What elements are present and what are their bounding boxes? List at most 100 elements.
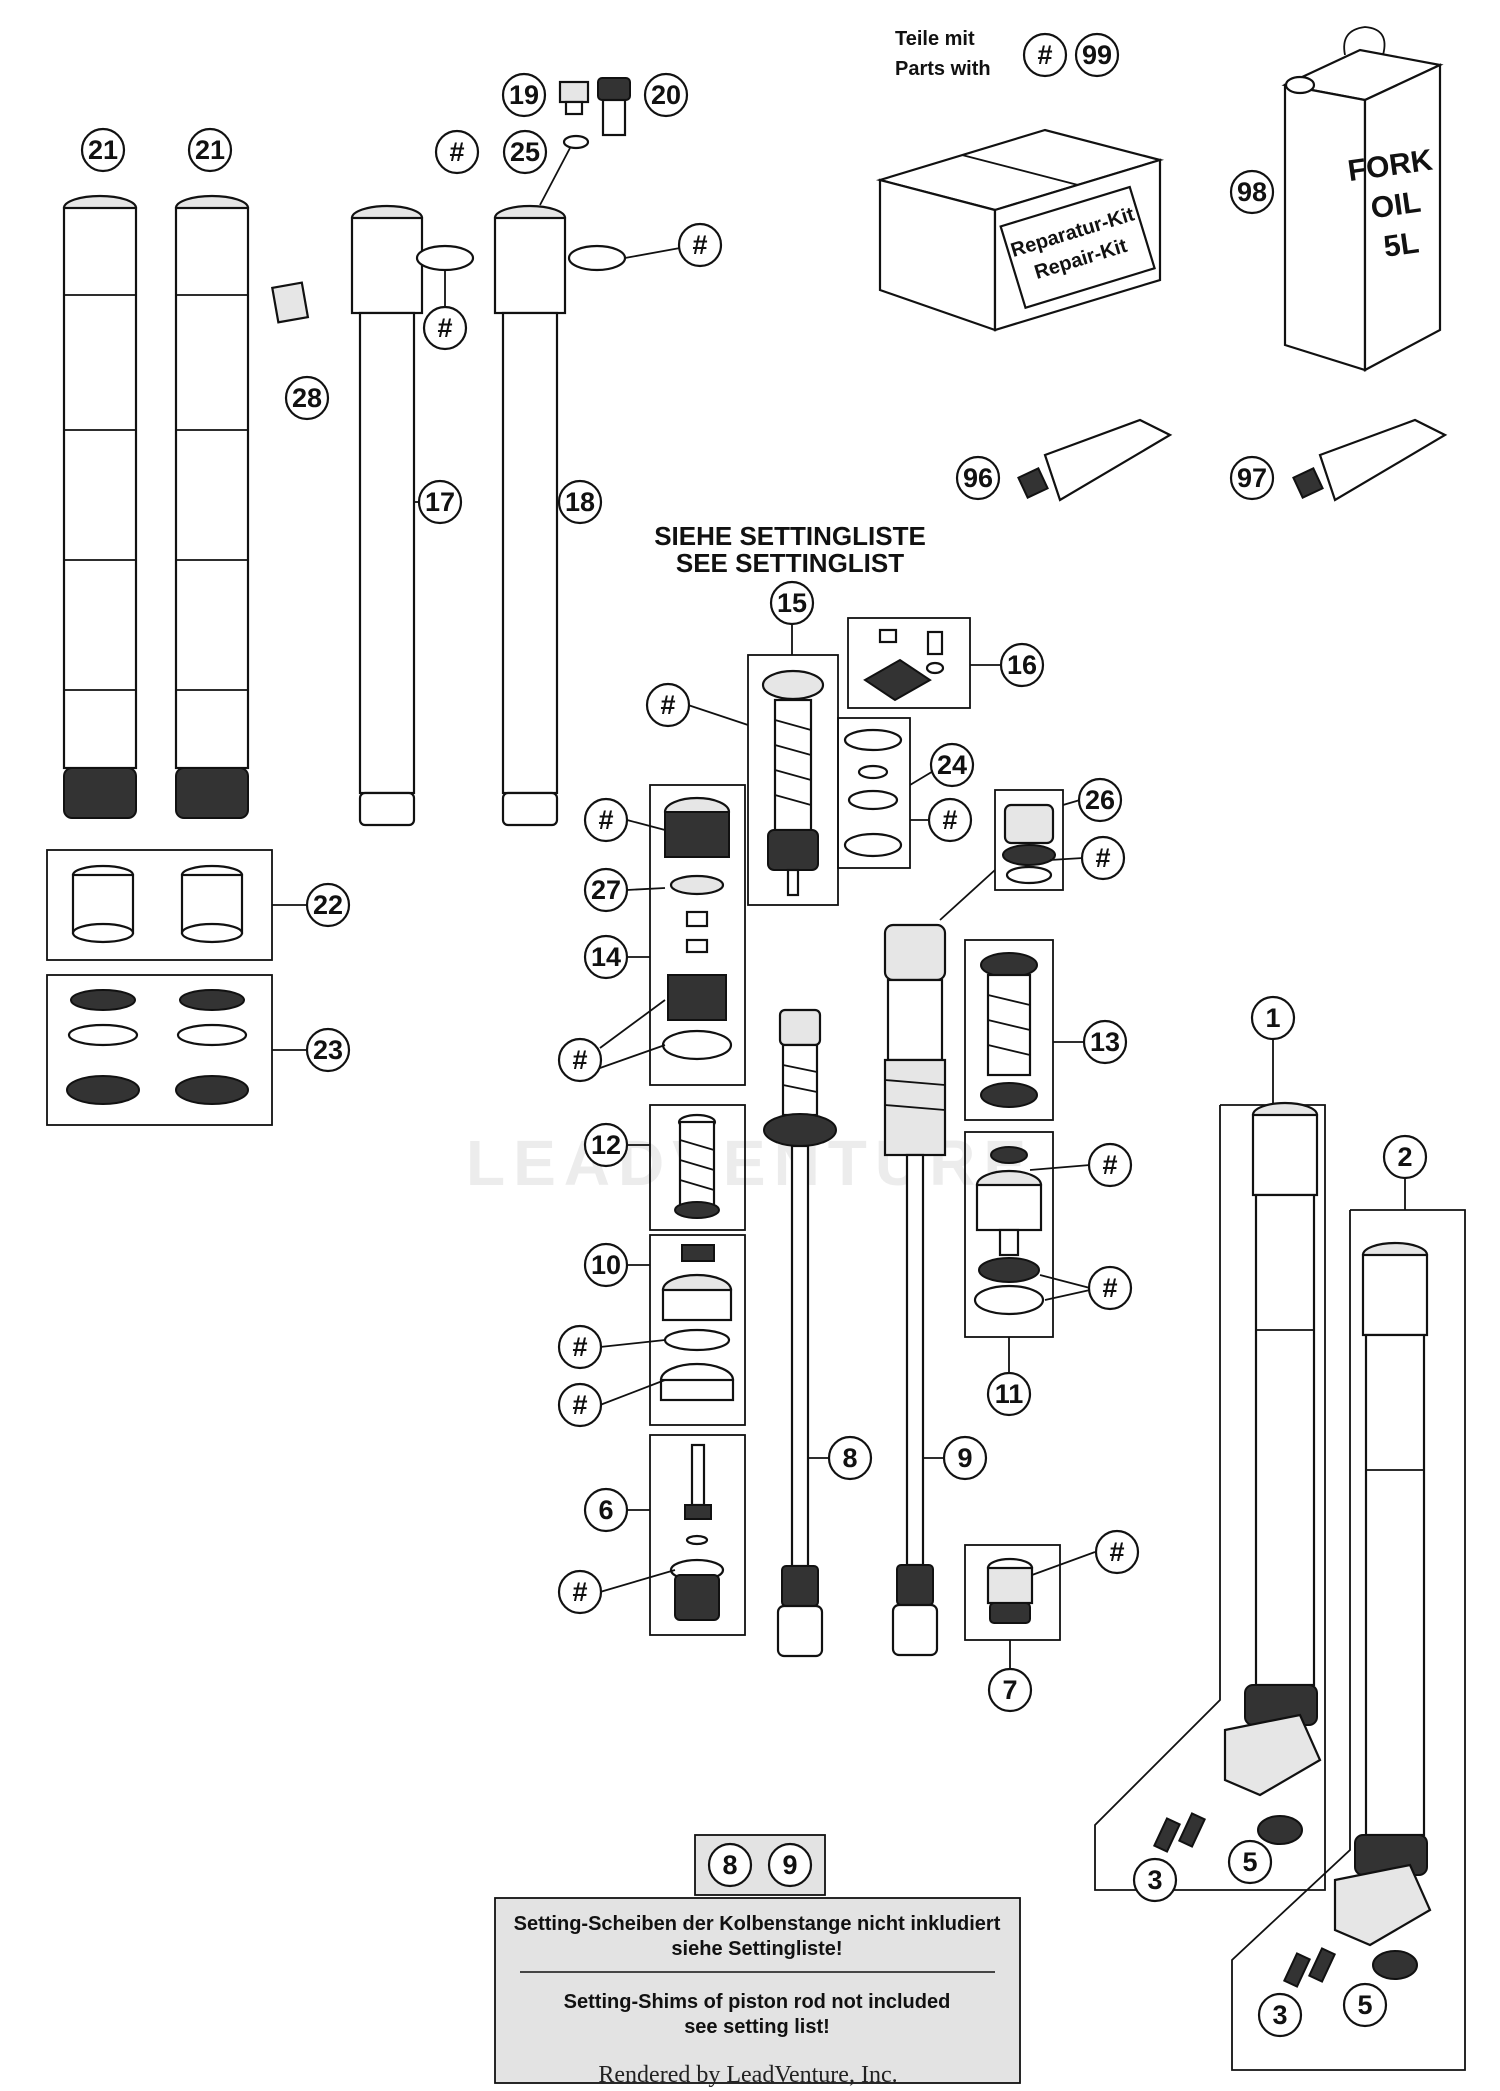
svg-text:11: 11 — [995, 1379, 1024, 1409]
callout-27[interactable]: 27 — [583, 867, 629, 913]
callout-15[interactable]: 15 — [769, 580, 815, 626]
o-ring-18 — [567, 244, 627, 272]
note-de-line1: Setting-Scheiben der Kolbenstange nicht … — [514, 1913, 1001, 1935]
callout-1[interactable]: 1 — [1250, 995, 1296, 1041]
callout-25[interactable]: 25 — [502, 129, 548, 175]
fork-oil-label-3: 5L — [1382, 226, 1421, 264]
svg-text:28: 28 — [292, 383, 322, 413]
svg-text:18: 18 — [565, 487, 595, 517]
callout-17[interactable]: 17 — [417, 479, 463, 525]
callout-6[interactable]: 6 — [583, 1487, 629, 1533]
fork-leg-2 — [1333, 1241, 1432, 1947]
svg-text:17: 17 — [425, 487, 455, 517]
callout-hash-14-bottom[interactable]: # — [557, 1037, 603, 1083]
callout-hash-25[interactable]: # — [434, 129, 480, 175]
callout-13[interactable]: 13 — [1082, 1019, 1128, 1065]
callout-97[interactable]: 97 — [1229, 455, 1275, 501]
callout-hash-26[interactable]: # — [1080, 835, 1126, 881]
fork-oil-can-illustration — [1281, 26, 1444, 372]
nut-5-fork-1 — [1257, 1815, 1303, 1845]
piston-rod-8 — [763, 1008, 837, 1658]
o-ring-17 — [415, 244, 475, 272]
callout-7[interactable]: 7 — [987, 1667, 1033, 1713]
callout-5-fork-2[interactable]: 5 — [1342, 1982, 1388, 2028]
svg-text:24: 24 — [937, 750, 967, 780]
svg-text:#: # — [449, 137, 464, 167]
callout-99[interactable]: 99 — [1074, 32, 1120, 78]
adjuster-16-illustration — [863, 628, 945, 702]
callout-9-note[interactable]: 9 — [767, 1842, 813, 1888]
box-13 — [964, 939, 1054, 1121]
callout-28[interactable]: 28 — [284, 375, 330, 421]
svg-text:1: 1 — [1265, 1003, 1280, 1033]
callout-hash-11-top[interactable]: # — [1087, 1142, 1133, 1188]
callout-hash-6[interactable]: # — [557, 1569, 603, 1615]
callout-21-left[interactable]: 21 — [80, 127, 126, 173]
callout-16[interactable]: 16 — [999, 642, 1045, 688]
callout-8-note[interactable]: 8 — [707, 1842, 753, 1888]
svg-text:23: 23 — [313, 1035, 343, 1065]
box-12 — [649, 1104, 746, 1231]
spring-12-illustration — [674, 1113, 720, 1219]
callout-11[interactable]: 11 — [986, 1371, 1032, 1417]
svg-text:#: # — [572, 1390, 587, 1420]
callout-2[interactable]: 2 — [1382, 1134, 1428, 1180]
callout-hash-18[interactable]: # — [677, 222, 723, 268]
cap-26-illustration — [1002, 803, 1056, 885]
svg-text:6: 6 — [598, 1495, 613, 1525]
callout-24[interactable]: 24 — [929, 742, 975, 788]
svg-text:3: 3 — [1147, 1865, 1162, 1895]
bleeder-20 — [597, 77, 631, 137]
callout-3-fork-2[interactable]: 3 — [1257, 1992, 1303, 2038]
callout-8[interactable]: 8 — [827, 1435, 873, 1481]
svg-text:19: 19 — [509, 80, 539, 110]
svg-text:#: # — [437, 313, 452, 343]
callout-14[interactable]: 14 — [583, 934, 629, 980]
svg-text:10: 10 — [591, 1250, 621, 1280]
callout-21-right[interactable]: 21 — [187, 127, 233, 173]
seals-23-illustration — [66, 989, 249, 1105]
inner-tube-17 — [350, 204, 424, 827]
svg-text:8: 8 — [842, 1443, 857, 1473]
callout-hash-10-a[interactable]: # — [557, 1324, 603, 1370]
callout-26[interactable]: 26 — [1077, 777, 1123, 823]
callout-hash-header[interactable]: # — [1022, 32, 1068, 78]
callout-hash-7[interactable]: # — [1094, 1529, 1140, 1575]
callout-hash-24[interactable]: # — [927, 797, 973, 843]
callout-hash-15[interactable]: # — [645, 682, 691, 728]
svg-text:#: # — [1102, 1273, 1117, 1303]
svg-text:#: # — [1037, 40, 1052, 70]
callout-hash-14-top[interactable]: # — [583, 797, 629, 843]
callout-96[interactable]: 96 — [955, 455, 1001, 501]
callout-19[interactable]: 19 — [501, 72, 547, 118]
callout-10[interactable]: 10 — [583, 1242, 629, 1288]
callout-23[interactable]: 23 — [305, 1027, 351, 1073]
inner-tube-18 — [493, 204, 567, 827]
svg-text:3: 3 — [1272, 2000, 1287, 2030]
svg-text:12: 12 — [591, 1130, 621, 1160]
callout-98[interactable]: 98 — [1229, 169, 1275, 215]
note-box — [494, 1897, 1021, 2084]
callout-5-fork-1[interactable]: 5 — [1227, 1839, 1273, 1885]
callout-hash-11-bottom[interactable]: # — [1087, 1265, 1133, 1311]
note-en-line2: see setting list! — [684, 2016, 830, 2038]
callout-9[interactable]: 9 — [942, 1435, 988, 1481]
svg-text:25: 25 — [510, 137, 540, 167]
note-de-line2: siehe Settingliste! — [671, 1938, 842, 1960]
svg-text:14: 14 — [591, 942, 621, 972]
callout-hash-10-b[interactable]: # — [557, 1382, 603, 1428]
cartridge-15-illustration — [761, 669, 825, 897]
fork-leg-1 — [1223, 1101, 1322, 1797]
callout-12[interactable]: 12 — [583, 1122, 629, 1168]
callout-3-fork-1[interactable]: 3 — [1132, 1857, 1178, 1903]
callout-hash-17[interactable]: # — [422, 305, 468, 351]
box-10 — [649, 1234, 746, 1426]
watermark: LEADVENTURE — [466, 1127, 1034, 1199]
needle-6-illustration — [669, 1443, 725, 1621]
spring-13-illustration — [980, 952, 1038, 1108]
callout-20[interactable]: 20 — [643, 72, 689, 118]
callout-18[interactable]: 18 — [557, 479, 603, 525]
piston-11-illustration — [973, 1146, 1045, 1316]
callout-22[interactable]: 22 — [305, 882, 351, 928]
